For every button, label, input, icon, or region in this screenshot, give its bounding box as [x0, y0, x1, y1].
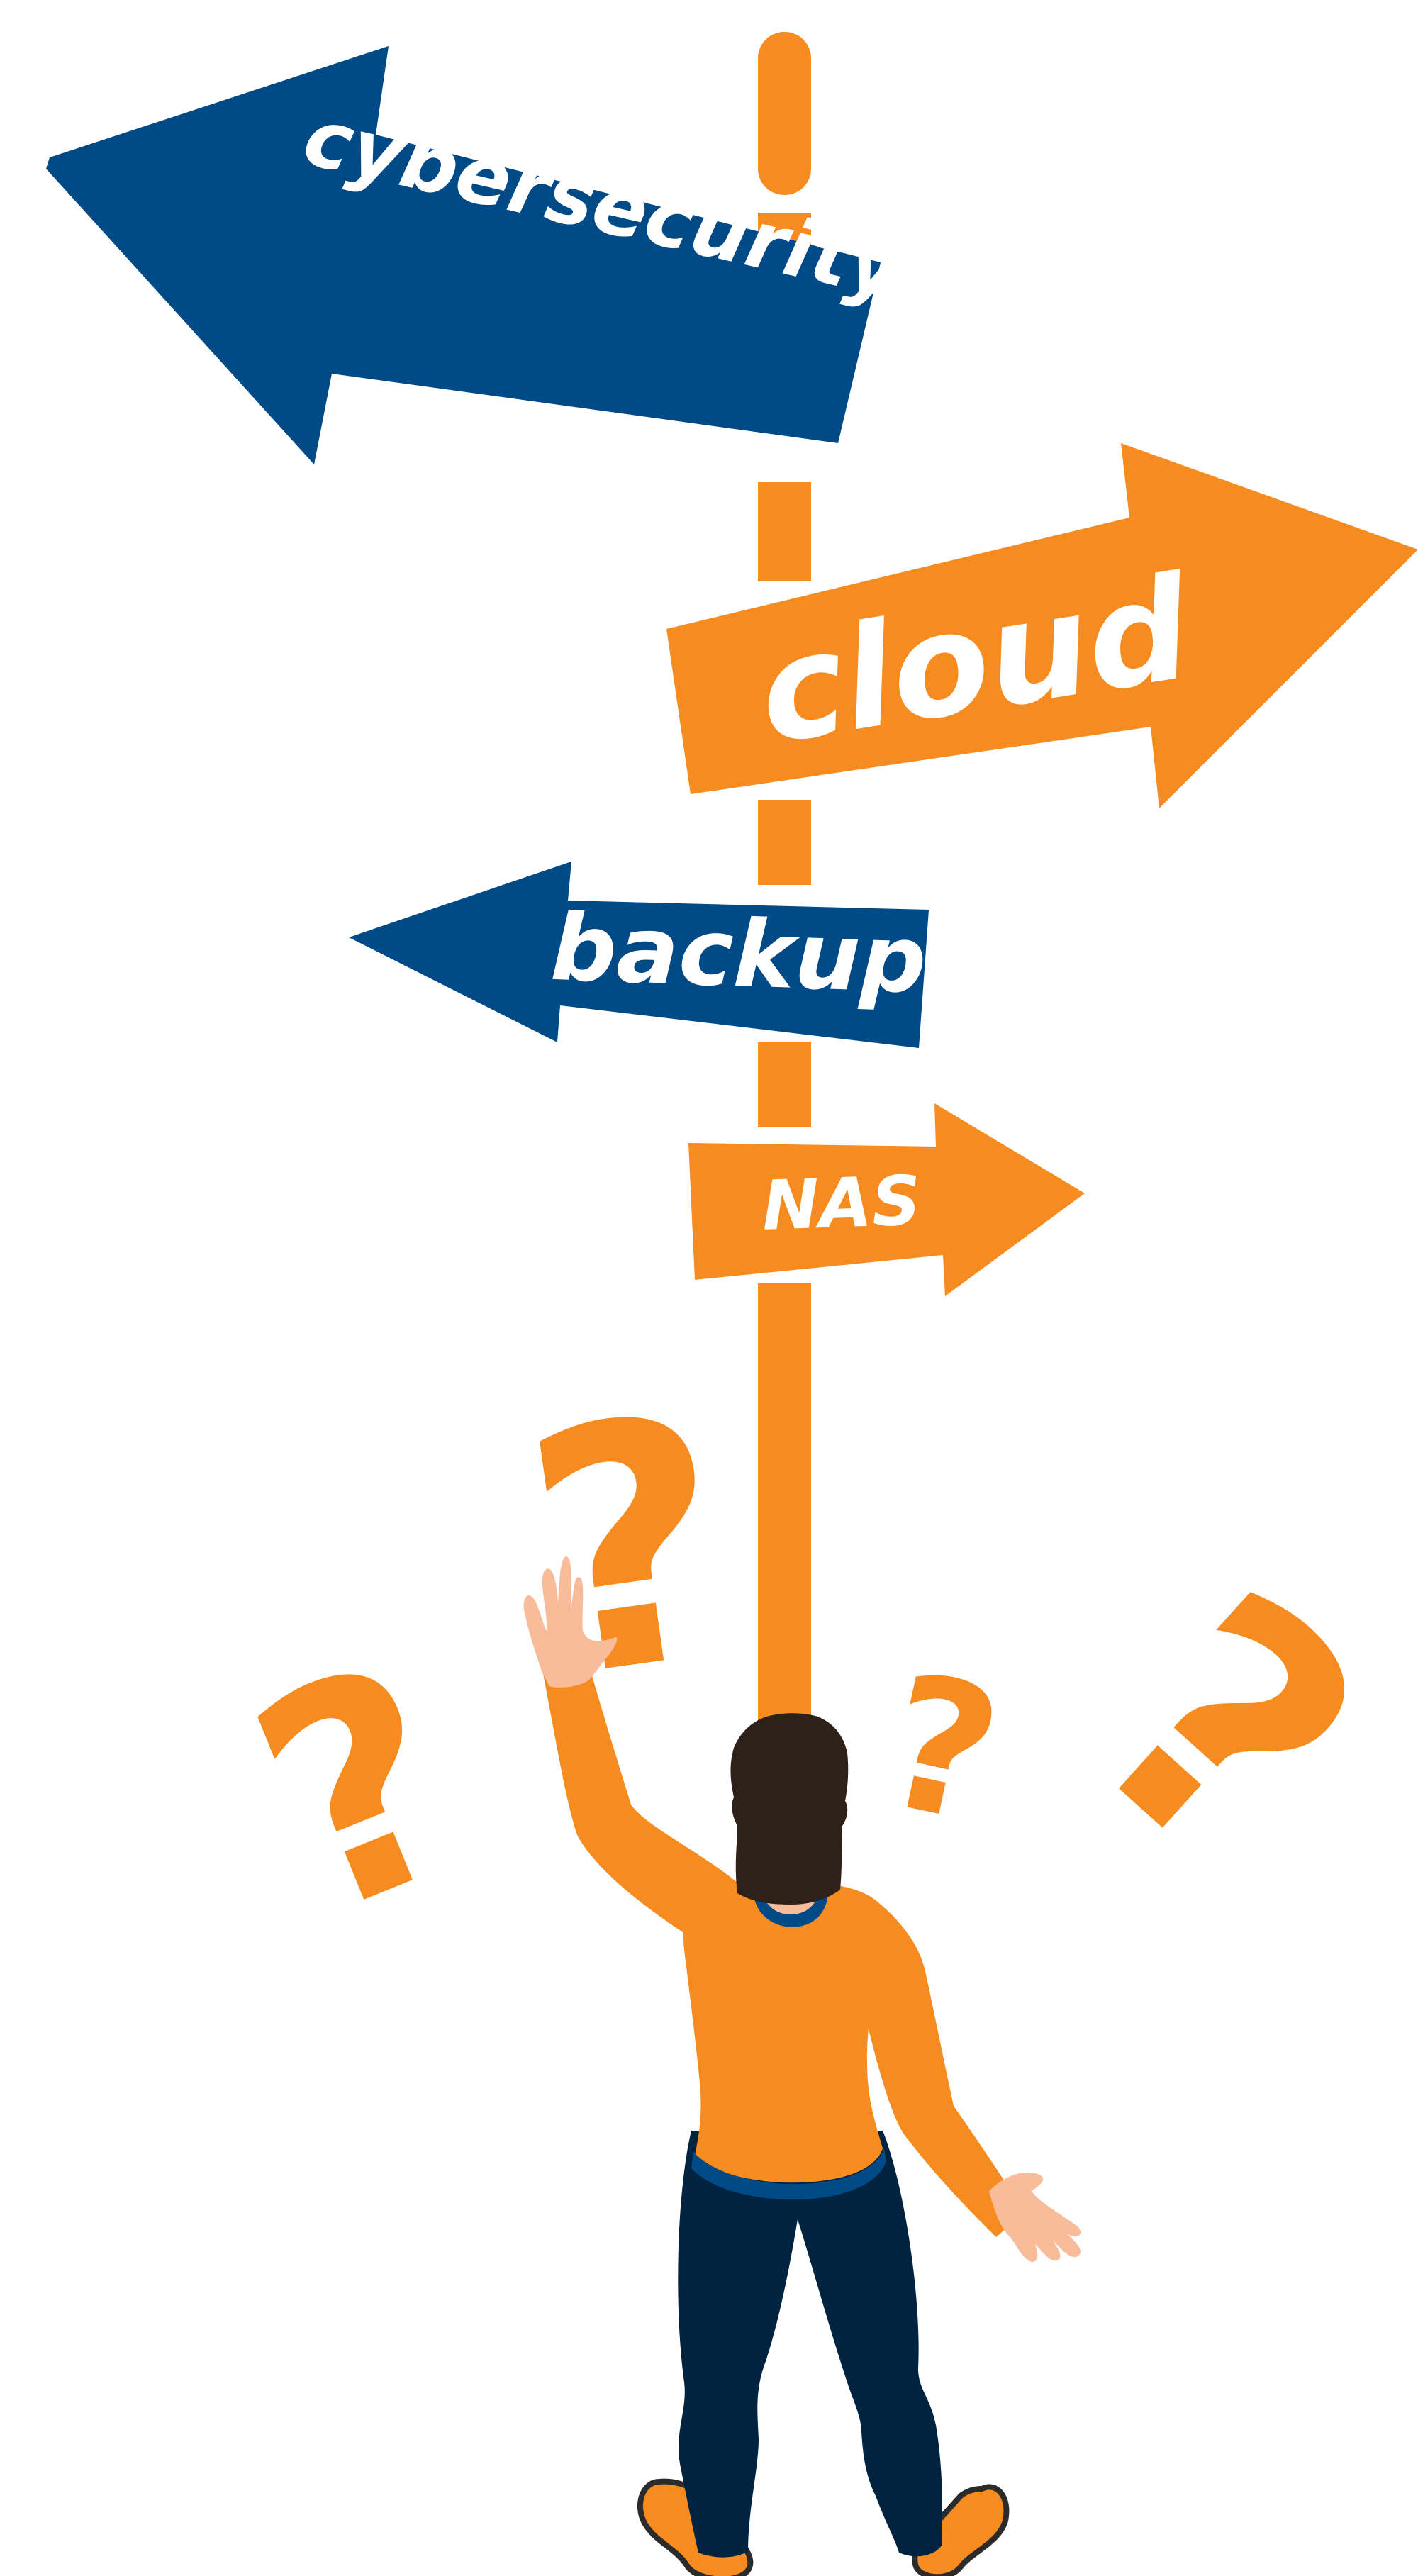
- person: [523, 1556, 1081, 2576]
- shirt: [683, 1880, 886, 2183]
- right-shoe: [912, 2484, 1010, 2576]
- sign-backup: backup: [349, 862, 929, 1048]
- left-hand: [523, 1556, 618, 1688]
- sign-nas: NAS: [688, 1103, 1085, 1296]
- left-arm: [542, 1663, 737, 1953]
- sign-cloud-label: cloud: [748, 545, 1202, 776]
- question-mark-icon: ?: [867, 1634, 1016, 1866]
- question-mark-icon: ?: [1024, 1521, 1418, 1939]
- right-hand: [989, 2172, 1081, 2262]
- question-mark-icon: ?: [506, 1343, 752, 1754]
- shirt-hem: [691, 2148, 886, 2200]
- right-arm: [861, 1900, 1025, 2237]
- sign-backup-label: backup: [549, 893, 928, 1014]
- question-mark-icon: ?: [213, 1598, 503, 1985]
- hair: [730, 1713, 849, 1905]
- pants: [678, 2131, 943, 2558]
- sign-nas-label: NAS: [761, 1161, 922, 1246]
- signpost-pole: [758, 32, 811, 1744]
